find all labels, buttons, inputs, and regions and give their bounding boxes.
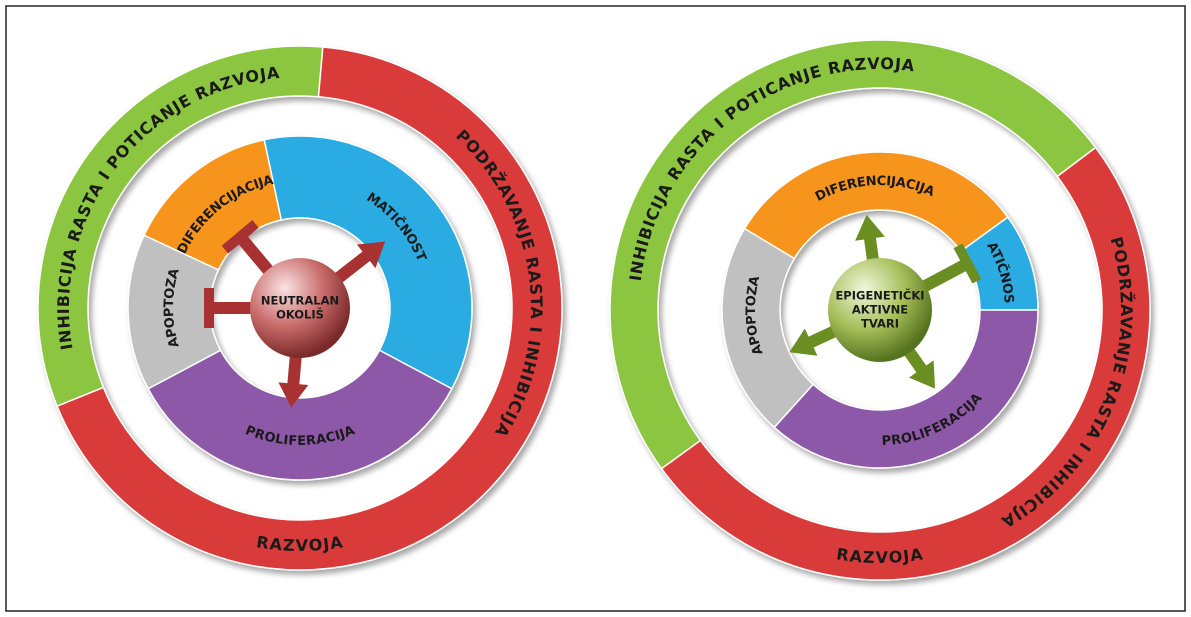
center-label-left: OKOLIŠ bbox=[276, 307, 324, 322]
center-label-left: NEUTRALAN bbox=[261, 294, 339, 308]
outer-ring-red-segment bbox=[56, 46, 563, 571]
outer-label-red-bottom: RAZVOJA bbox=[835, 544, 925, 567]
frame-border bbox=[5, 5, 1186, 612]
outer-label-red-bottom: RAZVOJA bbox=[255, 532, 345, 555]
inner-ring-proliferacija-segment bbox=[773, 309, 1039, 469]
inhibit-arrow-apoptoza bbox=[204, 288, 260, 328]
center-label-right: AKTIVNE bbox=[852, 303, 908, 317]
center-label-right: TVARI bbox=[861, 317, 899, 331]
inner-ring-proliferacija-segment bbox=[147, 349, 453, 481]
right-diagram bbox=[609, 39, 1151, 581]
inner-ring-maticnost-segment bbox=[263, 135, 473, 390]
left-diagram bbox=[37, 45, 563, 571]
right-center-sphere bbox=[828, 258, 932, 362]
center-label-right: EPIGENETIČKI bbox=[835, 288, 924, 303]
outer-ring-red-segment bbox=[660, 146, 1151, 581]
left-center-sphere bbox=[250, 258, 350, 358]
outer-ring-green-segment bbox=[609, 39, 1097, 470]
inner-ring-diferencijacija-segment bbox=[743, 151, 1009, 260]
inner-ring-apoptoza-segment bbox=[721, 227, 815, 429]
